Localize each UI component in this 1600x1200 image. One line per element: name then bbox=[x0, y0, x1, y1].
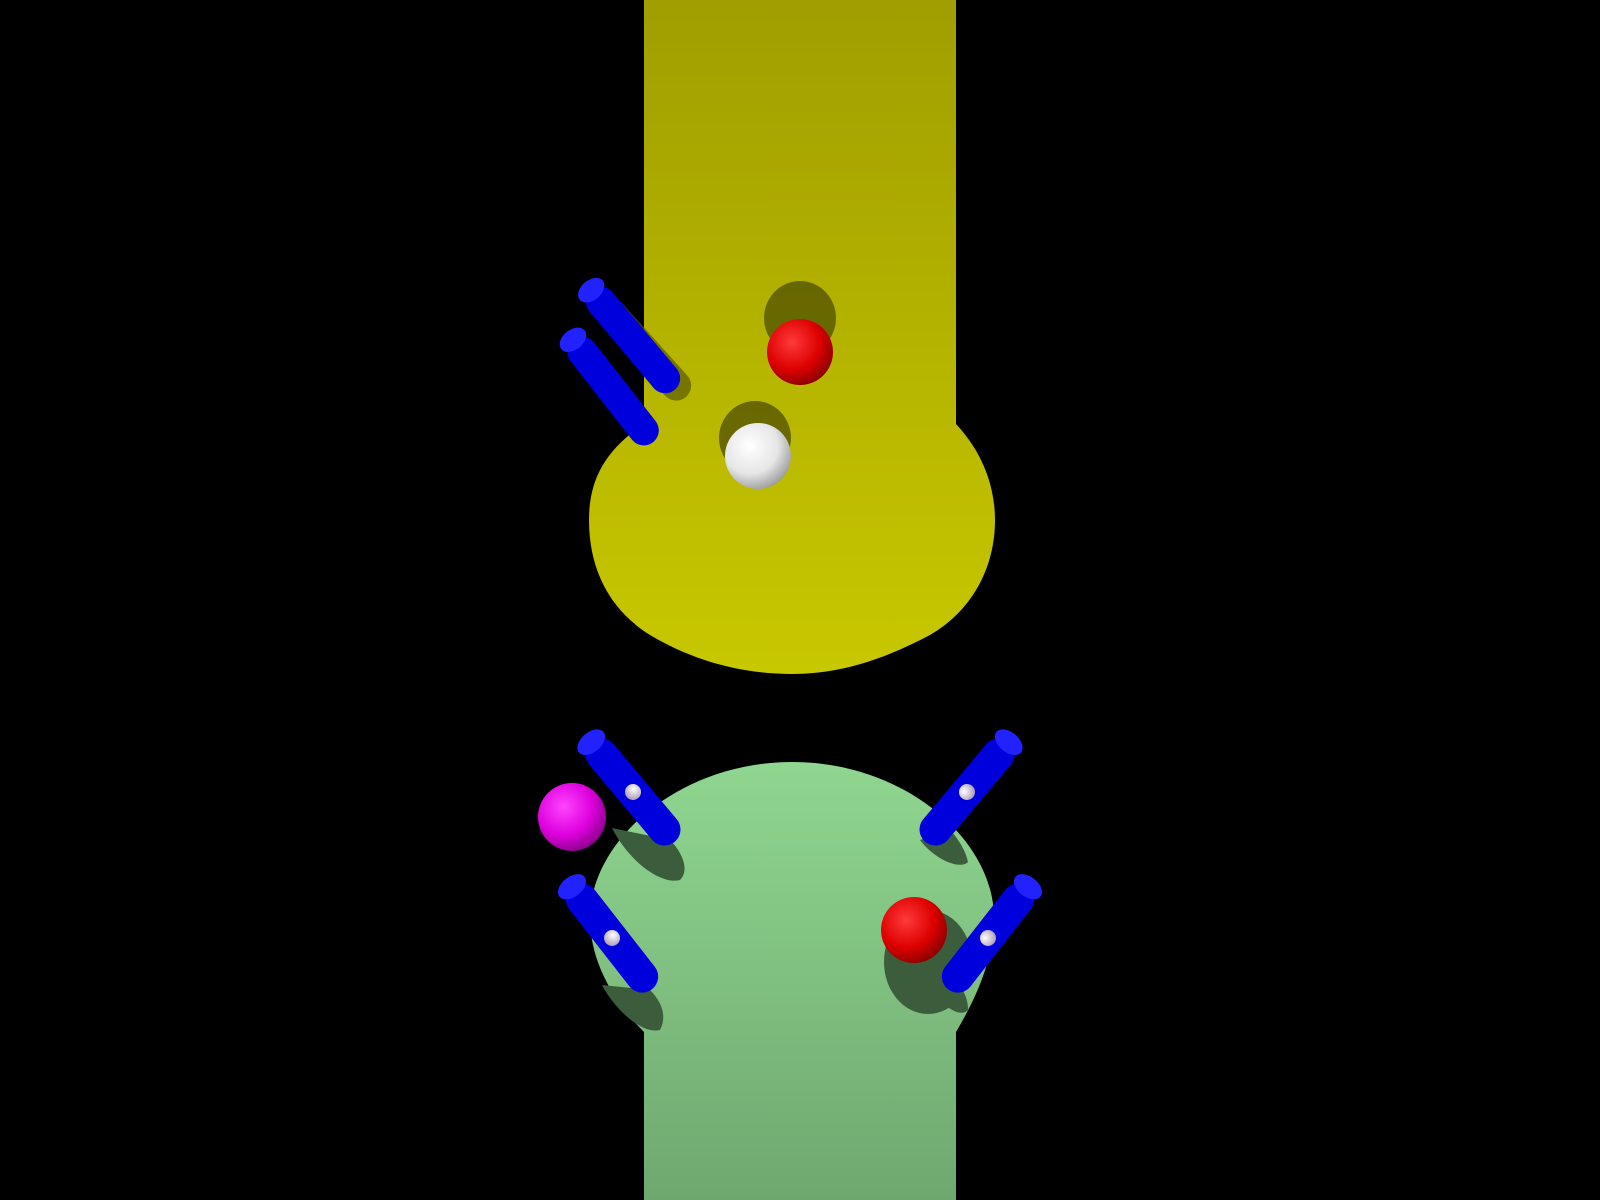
flipper-pin bbox=[604, 930, 620, 946]
flippers-green-zone bbox=[557, 729, 1043, 993]
red-ball-yellow-zone[interactable] bbox=[767, 319, 833, 385]
flipper-yellow-upper bbox=[578, 277, 681, 394]
flipper-green-lower-left bbox=[557, 874, 659, 993]
white-ball[interactable] bbox=[725, 423, 791, 489]
flipper-green-upper-left bbox=[577, 729, 681, 846]
red-ball-green-zone[interactable] bbox=[881, 897, 947, 963]
flipper-pin bbox=[980, 930, 996, 946]
flipper-pin bbox=[625, 784, 641, 800]
green-lane-surface bbox=[590, 762, 994, 1200]
flipper-pin bbox=[959, 784, 975, 800]
magenta-ball[interactable] bbox=[538, 783, 606, 851]
balls bbox=[538, 319, 947, 963]
flipper-yellow-lower bbox=[559, 327, 659, 446]
flipper-green-upper-right bbox=[919, 729, 1023, 846]
flippers-yellow-zone bbox=[559, 277, 681, 446]
flipper-green-lower-right bbox=[941, 874, 1043, 993]
